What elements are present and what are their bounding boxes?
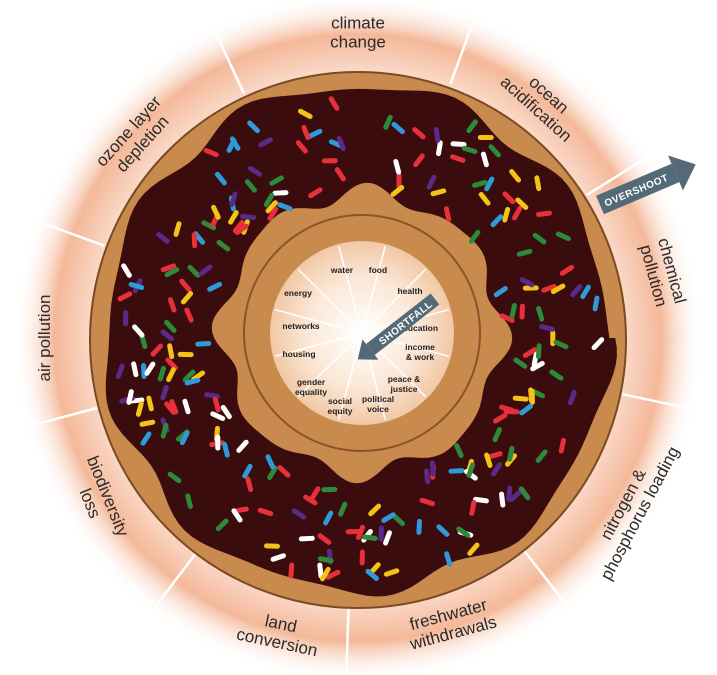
ceiling-air: air pollution [35, 295, 54, 382]
sprinkle [321, 487, 337, 493]
sprinkle [378, 525, 384, 541]
foundation-gender: equality [295, 387, 327, 397]
sprinkle [272, 190, 288, 196]
sprinkle [195, 341, 211, 347]
sprinkle [264, 543, 280, 549]
sprinkle [430, 460, 435, 476]
foundation-peace: justice [390, 384, 418, 394]
sprinkle [178, 352, 194, 357]
sprinkle [360, 549, 366, 565]
sprinkle [536, 343, 542, 359]
foundation-social-equity: social [328, 396, 352, 406]
foundation-social-equity: equity [327, 406, 352, 416]
ceiling-label-line: air pollution [35, 295, 54, 382]
sprinkle [299, 536, 315, 542]
sprinkle [123, 310, 128, 326]
sprinkle [478, 135, 494, 140]
foundation-political: voice [367, 404, 389, 414]
foundation-income: income [405, 342, 435, 352]
ceiling-label-line: climate [331, 14, 385, 33]
foundation-water: water [330, 265, 354, 275]
foundation-political: political [362, 394, 394, 404]
foundation-energy: energy [284, 288, 312, 298]
foundation-income: & work [406, 352, 435, 362]
sprinkle [519, 304, 525, 320]
foundation-gender: gender [297, 377, 326, 387]
sprinkle [416, 519, 422, 535]
foundation-housing: housing [282, 349, 315, 359]
foundation-health: health [397, 286, 422, 296]
sprinkle [215, 435, 220, 451]
sprinkle [448, 468, 464, 474]
ceiling-label-line: change [330, 33, 386, 52]
foundation-networks: networks [282, 321, 320, 331]
foundation-peace: peace & [388, 374, 421, 384]
sprinkle [322, 158, 338, 163]
sprinkle [192, 232, 198, 248]
foundation-food: food [369, 265, 387, 275]
sprinkle [504, 409, 520, 414]
